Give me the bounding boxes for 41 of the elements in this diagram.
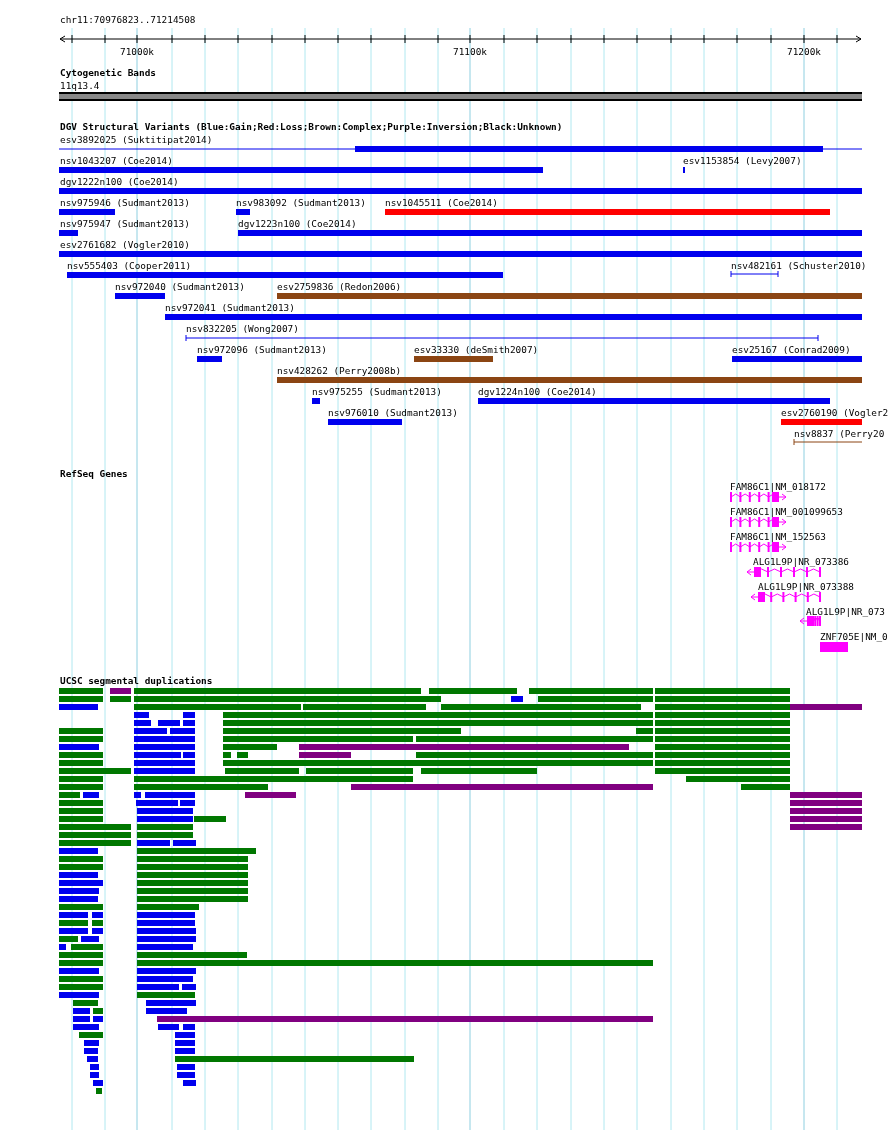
- variant-label: nsv832205 (Wong2007): [186, 323, 299, 334]
- variant-label: nsv975946 (Sudmant2013): [60, 197, 190, 208]
- track-title: RefSeq Genes: [60, 468, 128, 479]
- gene-label: FAM86C1|NM_018172: [730, 481, 826, 492]
- variant-label: dgv1223n100 (Coe2014): [238, 218, 357, 229]
- gene-label: ALG1L9P|NR_073388: [758, 581, 854, 592]
- variant-label: dgv1224n100 (Coe2014): [478, 386, 597, 397]
- track-title: DGV Structural Variants (Blue:Gain;Red:Loss;Brown:Complex;Purple:Inversion;Black:Unknown): [60, 121, 563, 132]
- tick-label: 71200k: [787, 46, 821, 57]
- variant-label: nsv975947 (Sudmant2013): [60, 218, 190, 229]
- gene-label: FAM86C1|NM_152563: [730, 531, 826, 542]
- variant-label: nsv555403 (Cooper2011): [67, 260, 192, 271]
- gene-label: FAM86C1|NM_001099653: [730, 506, 843, 517]
- variant-label: esv3892025 (Suktitipat2014): [60, 134, 213, 145]
- variant-label: esv25167 (Conrad2009): [732, 344, 851, 355]
- variant-label: dgv1222n100 (Coe2014): [60, 176, 179, 187]
- gene-label: ALG1L9P|NR_073386: [753, 556, 849, 567]
- band-label: 11q13.4: [60, 80, 100, 91]
- variant-label: nsv983092 (Sudmant2013): [236, 197, 366, 208]
- position-label: chr11:70976823..71214508: [60, 14, 196, 25]
- tick-label: 71000k: [120, 46, 154, 57]
- variant-label: esv2761682 (Vogler2010): [60, 239, 190, 250]
- track-title: Cytogenetic Bands: [60, 67, 156, 78]
- variant-label: nsv975255 (Sudmant2013): [312, 386, 442, 397]
- variant-label: esv2760190 (Vogler2: [781, 407, 889, 418]
- variant-label: nsv8837 (Perry20: [794, 428, 885, 439]
- variant-label: nsv482161 (Schuster2010): [731, 260, 867, 271]
- variant-label: esv2759836 (Redon2006): [277, 281, 402, 292]
- variant-label: esv1153854 (Levy2007): [683, 155, 802, 166]
- variant-label: nsv972040 (Sudmant2013): [115, 281, 245, 292]
- variant-label: nsv972096 (Sudmant2013): [197, 344, 327, 355]
- gene-label: ZNF705E|NM_0: [820, 631, 888, 642]
- variant-label: esv33330 (deSmith2007): [414, 344, 539, 355]
- variant-label: nsv1045511 (Coe2014): [385, 197, 498, 208]
- gene-label: ALG1L9P|NR_073: [806, 606, 886, 617]
- track-title: UCSC segmental duplications: [60, 675, 213, 686]
- variant-label: nsv428262 (Perry2008b): [277, 365, 402, 376]
- variant-label: nsv972041 (Sudmant2013): [165, 302, 295, 313]
- variant-label: nsv1043207 (Coe2014): [60, 155, 173, 166]
- variant-label: nsv976010 (Sudmant2013): [328, 407, 458, 418]
- tick-label: 71100k: [453, 46, 487, 57]
